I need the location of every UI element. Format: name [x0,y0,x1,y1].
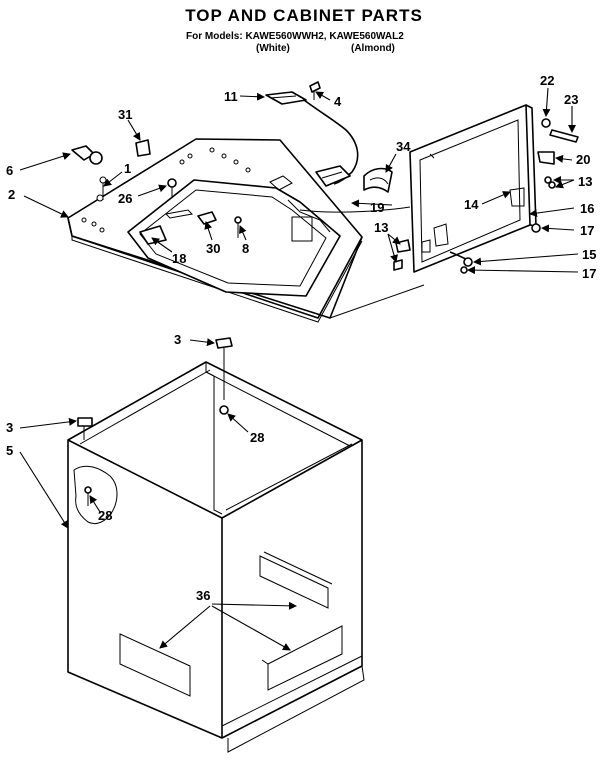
callout-3-upper: 3 [174,332,181,347]
callout-17-lower: 17 [582,266,596,281]
callout-26: 26 [118,191,132,206]
callout-8: 8 [242,241,249,256]
callout-28-upper: 28 [250,430,264,445]
callout-34: 34 [396,139,411,154]
variant-almond: (Almond) [351,43,395,54]
callout-15: 15 [582,247,596,262]
callout-30: 30 [206,241,220,256]
callout-5: 5 [6,443,13,458]
callout-6: 6 [6,163,13,178]
callout-14: 14 [464,197,479,212]
callout-19: 19 [370,200,384,215]
callout-2: 2 [8,187,15,202]
lid-switch-harness [265,81,393,193]
page-title: TOP AND CABINET PARTS [185,6,423,25]
top-panel [67,138,363,323]
models-line: For Models: KAWE560WWH2, KAWE560WAL2 [186,31,404,42]
callout-17-upper: 17 [580,223,594,238]
callout-13-right: 13 [578,174,592,189]
callout-31: 31 [118,107,132,122]
callout-11: 11 [224,89,238,104]
cabinet [67,337,365,753]
callout-1: 1 [124,161,131,176]
leader-lines [19,87,579,651]
callout-4: 4 [334,94,342,109]
callout-36: 36 [196,588,210,603]
callout-labels: 11 4 22 23 31 34 6 1 20 2 26 13 19 14 16… [6,73,596,603]
callout-13-left: 13 [374,220,388,235]
lid-assembly [393,104,579,274]
callout-20: 20 [576,152,590,167]
callout-28-lower: 28 [98,508,112,523]
callout-3-lower: 3 [6,420,13,435]
callout-23: 23 [564,92,578,107]
callout-18: 18 [172,251,186,266]
callout-16: 16 [580,201,594,216]
callout-22: 22 [540,73,554,88]
variant-white: (White) [256,43,290,54]
